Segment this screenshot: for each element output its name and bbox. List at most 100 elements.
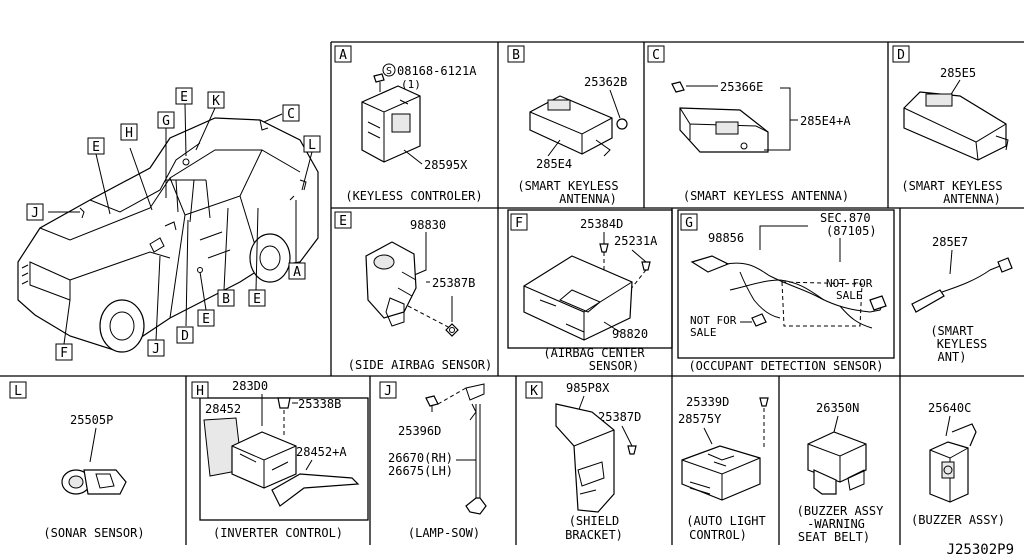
overview-callouts: C E K H G E L J A B E E D F J (26, 87, 321, 361)
panel-auto-light: 25339D 28575Y (AUTO LIGHT CONTROL) (678, 395, 769, 542)
panel-letter: B (512, 48, 520, 63)
section-ref: SEC.870 (820, 211, 871, 225)
panel-letter: H (196, 384, 204, 399)
callout-c: C (287, 107, 295, 122)
panel-letter: G (685, 216, 693, 231)
note-not-for-sale: SALE (690, 326, 717, 339)
part-number: 25387B (432, 276, 475, 290)
note-not-for-sale: SALE (836, 289, 863, 302)
panel-letter: J (384, 384, 392, 399)
panel-e: E 98830 25387B (SIDE AIRBAG SENSOR) (334, 211, 493, 372)
part-number: 25339D (686, 395, 729, 409)
panel-letter: F (515, 216, 523, 231)
part-number: 98820 (612, 327, 648, 341)
panel-caption: (SIDE AIRBAG SENSOR) (348, 358, 493, 372)
panel-caption: (BUZZER ASSY (797, 504, 884, 518)
panel-caption: (SMART KEYLESS (517, 179, 618, 193)
callout-j: J (31, 206, 39, 221)
part-number: 28595X (424, 158, 468, 172)
callout-k: K (212, 94, 220, 109)
part-number: 25338B (298, 397, 341, 411)
panel-h: H 283D0 28452 25338B 28452+A (INVERTER C… (191, 379, 369, 540)
diagram-id: J25302P9 (947, 542, 1014, 558)
part-number: 285E7 (932, 235, 968, 249)
part-number: 26675(LH) (388, 464, 453, 478)
part-number: 28452 (205, 402, 241, 416)
panel-caption: (SONAR SENSOR) (43, 526, 144, 540)
panel-c: C 25366E 285E4+A (SMART KEYLESS ANTENNA) (647, 45, 851, 203)
callout-d: D (181, 329, 189, 344)
part-number: 25396D (398, 424, 441, 438)
panel-letter: K (530, 384, 538, 399)
panel-caption: (SMART KEYLESS ANTENNA) (683, 189, 849, 203)
panel-letter: A (339, 48, 347, 63)
callout-e: E (253, 292, 261, 307)
callout-e: E (180, 90, 188, 105)
overview-leaders (48, 103, 313, 345)
panel-letter: E (339, 214, 347, 229)
callout-j: J (152, 342, 160, 357)
panel-d: D 285E5 (SMART KEYLESS ANTENNA) (892, 45, 1009, 206)
panel-j: J 25396D 26670(RH) 26675(LH) (LAMP-SOW) (379, 381, 487, 540)
callout-g: G (162, 114, 170, 129)
panel-caption: (OCCUPANT DETECTION SENSOR) (688, 359, 883, 373)
panel-caption: (LAMP-SOW) (408, 526, 480, 540)
note-not-for-sale: NOT FOR (690, 314, 737, 327)
panel-caption: ANT) (938, 350, 967, 364)
panel-caption: -WARNING (807, 517, 865, 531)
panel-caption: (SMART (930, 324, 973, 338)
part-number: 285E5 (940, 66, 976, 80)
part-number: 25640C (928, 401, 971, 415)
callout-l: L (308, 138, 316, 153)
part-number: 25366E (720, 80, 763, 94)
panel-caption: (KEYLESS CONTROLER) (345, 189, 482, 203)
part-number: 25362B (584, 75, 627, 89)
panel-caption: (INVERTER CONTROL) (213, 526, 343, 540)
callout-e: E (92, 140, 100, 155)
callout-h: H (125, 126, 133, 141)
panel-caption: ANTENNA) (943, 192, 1001, 206)
panel-caption: SEAT BELT) (798, 530, 870, 544)
callout-f: F (60, 346, 68, 361)
panel-caption: (SMART KEYLESS (901, 179, 1002, 193)
part-number: 985P8X (566, 381, 610, 395)
panel-smart-keyless-ant: 285E7 (SMART KEYLESS ANT) (911, 235, 1013, 364)
panel-caption: ANTENNA) (559, 192, 617, 206)
part-number: 285E4 (536, 157, 572, 171)
panel-b: B 25362B 285E4 (SMART KEYLESS ANTENNA) (507, 45, 628, 206)
part-qty: (1) (401, 78, 421, 91)
panel-caption: (SHIELD (569, 514, 620, 528)
callout-b: B (222, 292, 230, 307)
section-ref: (87105) (826, 224, 877, 238)
part-number: 25231A (614, 234, 658, 248)
screw-mark: S (386, 66, 392, 77)
part-number: 28452+A (296, 445, 347, 459)
callout-e: E (202, 312, 210, 327)
panel-caption: (AUTO LIGHT (686, 514, 765, 528)
panel-caption: KEYLESS (937, 337, 988, 351)
panel-g: G 98856 SEC.870 (87105) NOT FOR SALE NOT… (677, 209, 895, 373)
callout-a: A (293, 265, 301, 280)
part-number: 98856 (708, 231, 744, 245)
part-number: 28575Y (678, 412, 722, 426)
panel-l: L 25505P (SONAR SENSOR) (9, 381, 145, 540)
panel-caption: SENSOR) (589, 359, 640, 373)
panel-caption: CONTROL) (689, 528, 747, 542)
panel-letter: C (652, 48, 660, 63)
panel-a: A S 08168-6121A (1) 28595X (KEYLESS CONT… (334, 45, 483, 203)
panel-buzzer-assy: 25640C (BUZZER ASSY) (911, 401, 1005, 527)
panel-letter: L (14, 384, 22, 399)
panel-caption: BRACKET) (565, 528, 623, 542)
part-number: 25505P (70, 413, 113, 427)
vehicle-overview (17, 117, 319, 353)
part-number: 98830 (410, 218, 446, 232)
part-number: 285E4+A (800, 114, 851, 128)
part-number: 283D0 (232, 379, 268, 393)
panel-letter: D (897, 48, 905, 63)
panel-caption: (BUZZER ASSY) (911, 513, 1005, 527)
part-number: 26350N (816, 401, 859, 415)
part-number: 25387D (598, 410, 641, 424)
part-number: 08168-6121A (397, 64, 477, 78)
